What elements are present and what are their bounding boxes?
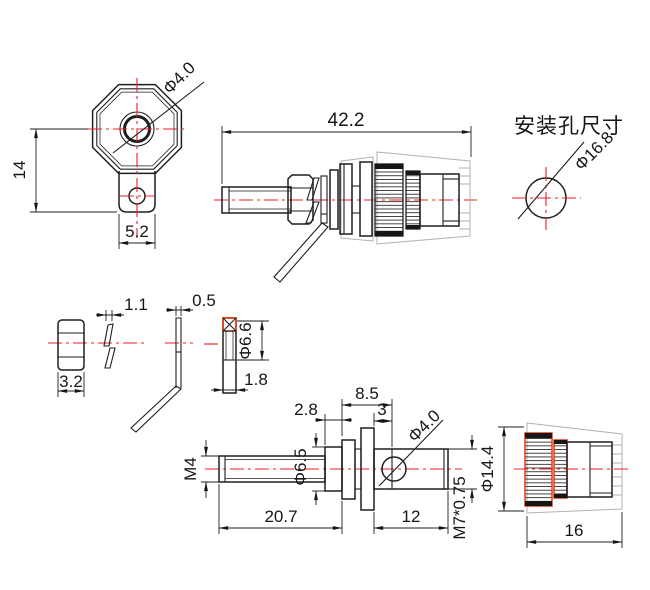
spring-washer-view: 1.1 bbox=[96, 295, 148, 369]
flat-washer bbox=[329, 169, 339, 230]
nut-view: 3.2 bbox=[48, 319, 148, 397]
leader-line bbox=[517, 141, 585, 220]
spring-washer bbox=[306, 177, 320, 201]
dim-collar-length: 2.8 bbox=[294, 400, 318, 419]
dim-front-height: 14 bbox=[10, 161, 29, 180]
stud bbox=[221, 186, 292, 214]
dim-washer-thickness: 1.8 bbox=[244, 370, 268, 389]
knurl-band bbox=[374, 163, 404, 237]
solder-lug-view: 0.5 bbox=[130, 291, 216, 433]
mounting-hole-title: 安装孔尺寸 bbox=[514, 115, 624, 138]
cross-hole bbox=[381, 456, 407, 482]
mounting-hole-view: 安装孔尺寸 Φ16.8 bbox=[512, 115, 624, 230]
dim-nut-thickness: 3.2 bbox=[59, 372, 83, 391]
dim-knurl-dia: Φ14.4 bbox=[478, 446, 497, 493]
leader-line bbox=[112, 81, 205, 154]
spring-washer-side bbox=[104, 347, 116, 369]
dim-overall-length: 42.2 bbox=[328, 110, 365, 131]
bushing-disc bbox=[339, 163, 353, 235]
barrel-m7 bbox=[373, 448, 449, 490]
dim-tab-width: 5.2 bbox=[125, 222, 149, 241]
solder-lug-side-tail bbox=[130, 385, 182, 433]
dim-front-hole-dia: Φ4.0 bbox=[159, 58, 199, 98]
dim-shoulder-length: 3 bbox=[377, 400, 386, 419]
solder-lug-side bbox=[175, 317, 182, 388]
insulator-washer-view: Φ6.6 1.8 bbox=[204, 317, 269, 394]
dim-barrel-length: 12 bbox=[402, 507, 421, 526]
body-view: Φ4.0 M4 20.7 2.8 Φ6.5 8.5 3 bbox=[181, 384, 477, 540]
knob-ribs bbox=[612, 444, 622, 496]
solder-lug-tail bbox=[273, 222, 329, 283]
knob-silhouette bbox=[340, 156, 374, 242]
leader-line bbox=[378, 419, 444, 487]
hex-nut bbox=[287, 174, 314, 225]
dim-knob-length: 16 bbox=[565, 521, 584, 540]
dim-collar-dia: Φ6.5 bbox=[291, 448, 310, 485]
front-view: Φ4.0 14 5.2 bbox=[10, 58, 205, 249]
assembly-view: 42.2 bbox=[214, 110, 477, 283]
flange-disc bbox=[359, 161, 373, 237]
solder-lug bbox=[320, 175, 328, 224]
knob-view: Φ14.4 16 bbox=[478, 422, 631, 548]
hex-nut-side bbox=[57, 319, 85, 371]
dim-barrel-thread: M7*0.75 bbox=[450, 476, 469, 539]
knob-body bbox=[419, 173, 460, 227]
dim-flange-length: 8.5 bbox=[355, 384, 379, 403]
spring-washer-side bbox=[103, 323, 114, 347]
knurl-band bbox=[405, 170, 421, 230]
dim-washer-inner-dia: Φ6.6 bbox=[236, 322, 255, 359]
dim-stud-length: 20.7 bbox=[264, 507, 297, 526]
knob-ribs bbox=[459, 167, 470, 230]
dim-spring-washer-thickness: 1.1 bbox=[124, 295, 148, 314]
spring-washer bbox=[305, 201, 320, 224]
dim-stud-thread: M4 bbox=[181, 457, 200, 481]
dim-lug-thickness: 0.5 bbox=[192, 291, 216, 310]
